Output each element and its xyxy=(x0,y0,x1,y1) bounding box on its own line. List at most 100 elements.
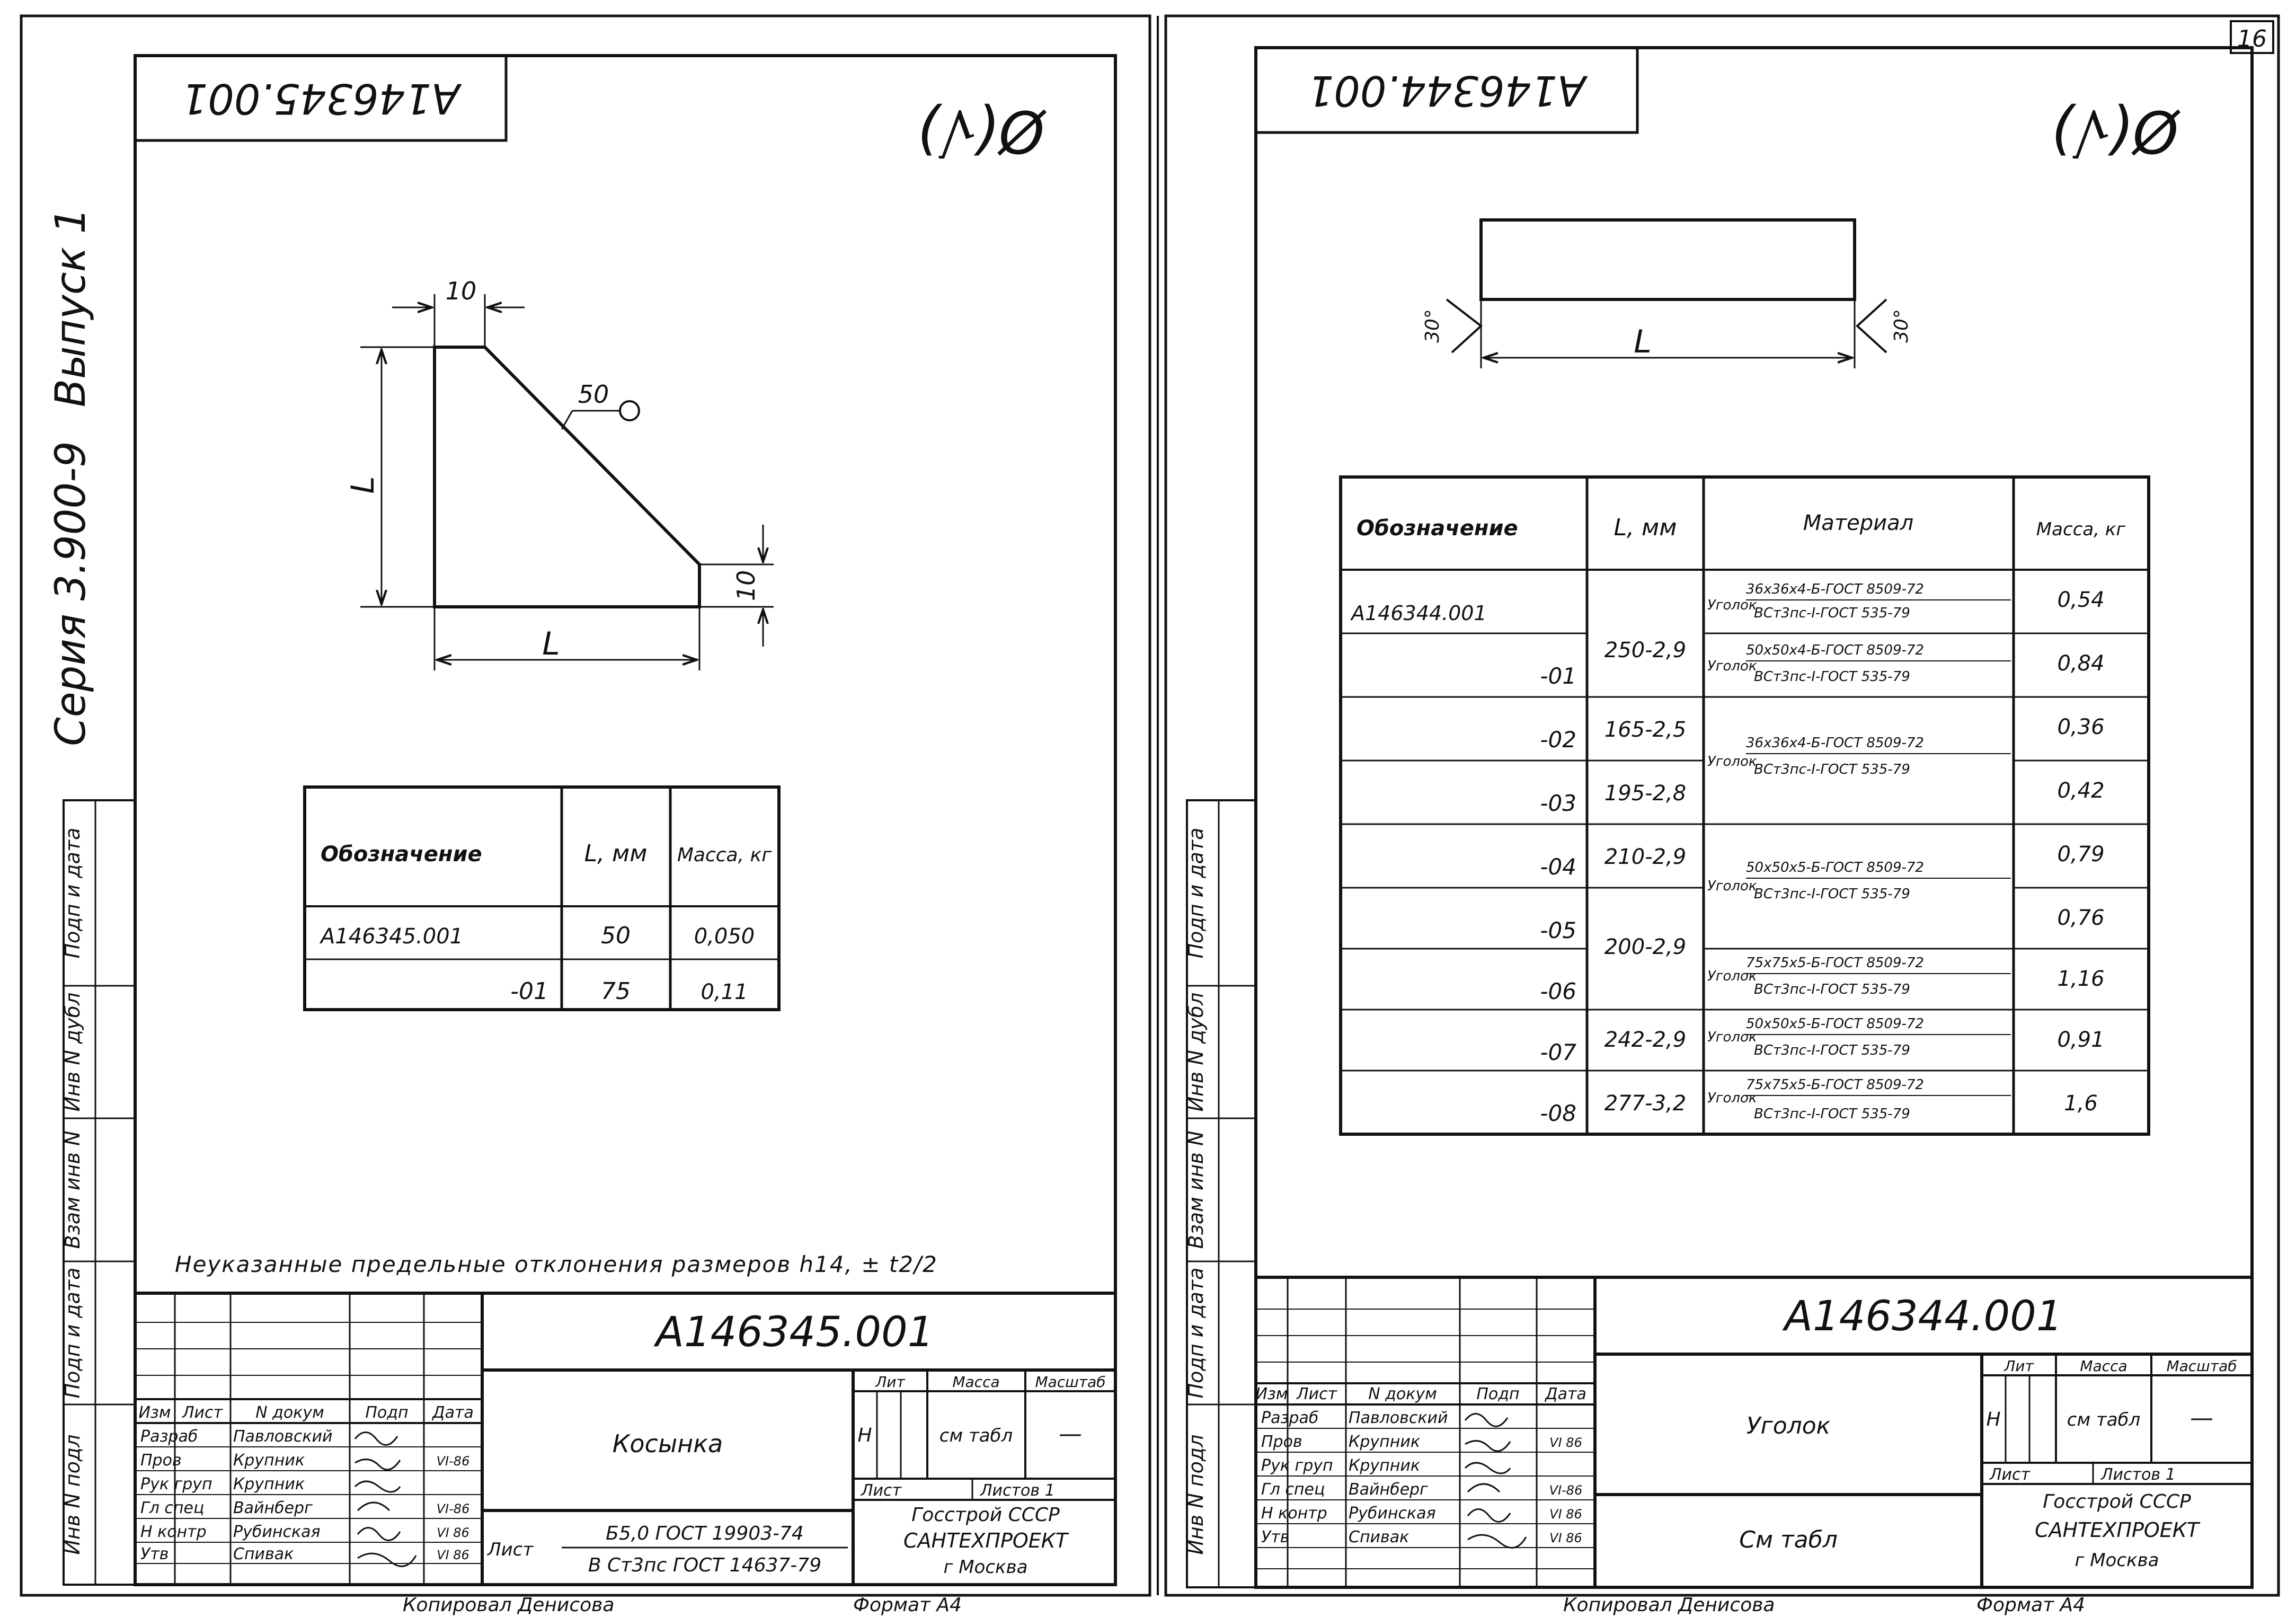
left-sheet-frame xyxy=(134,54,1117,1586)
svg-text:Крупник: Крупник xyxy=(233,1451,305,1470)
tolerance-note: Неуказанные предельные отклонения размер… xyxy=(175,1251,938,1277)
svg-text:0,84: 0,84 xyxy=(2057,651,2104,676)
svg-text:Подп: Подп xyxy=(1476,1385,1519,1403)
svg-text:САНТЕХПРОЕКТ: САНТЕХПРОЕКТ xyxy=(2035,1518,2201,1542)
svg-text:САНТЕХПРОЕКТ: САНТЕХПРОЕКТ xyxy=(903,1529,1069,1552)
svg-text:1,6: 1,6 xyxy=(2064,1091,2098,1116)
svg-text:Инв N подл: Инв N подл xyxy=(61,1435,84,1555)
gusset-drawing: 10 L L 10 50 xyxy=(344,277,774,670)
svg-text:0,36: 0,36 xyxy=(2057,715,2104,739)
left-stamp-code: A146345.001 xyxy=(182,74,463,122)
svg-text:Изм: Изм xyxy=(1255,1385,1288,1403)
svg-text:Изм: Изм xyxy=(138,1403,171,1422)
svg-text:50x50x5-Б-ГОСТ 8509-72: 50x50x5-Б-ГОСТ 8509-72 xyxy=(1746,860,1924,876)
svg-text:277-3,2: 277-3,2 xyxy=(1604,1091,1686,1116)
svg-text:Взам инв N: Взам инв N xyxy=(61,1131,84,1249)
svg-text:Крупник: Крупник xyxy=(1349,1456,1420,1475)
svg-text:Рук груп: Рук груп xyxy=(140,1475,212,1494)
svg-text:0,54: 0,54 xyxy=(2057,588,2104,612)
svg-text:75x75x5-Б-ГОСТ 8509-72: 75x75x5-Б-ГОСТ 8509-72 xyxy=(1746,1077,1924,1093)
svg-text:VI-86: VI-86 xyxy=(437,1454,470,1469)
svg-text:Уголок: Уголок xyxy=(1707,878,1757,894)
svg-text:ВСт3пс-I-ГОСТ 535-79: ВСт3пс-I-ГОСТ 535-79 xyxy=(1754,605,1910,621)
dim-top-label: 10 xyxy=(446,277,477,305)
svg-text:Инв N подл: Инв N подл xyxy=(1184,1435,1208,1555)
svg-text:-01: -01 xyxy=(510,978,548,1005)
svg-text:Лист: Лист xyxy=(486,1539,534,1560)
svg-text:Пров: Пров xyxy=(1261,1433,1302,1451)
svg-text:Рук груп: Рук груп xyxy=(1261,1456,1333,1475)
svg-text:0,79: 0,79 xyxy=(2057,842,2104,867)
svg-text:Уголок: Уголок xyxy=(1707,1090,1757,1106)
svg-text:Масса: Масса xyxy=(2080,1357,2127,1375)
svg-text:Разраб: Разраб xyxy=(140,1427,198,1446)
svg-text:Масса, кг: Масса, кг xyxy=(2036,519,2126,540)
svg-text:Масса: Масса xyxy=(952,1373,999,1391)
right-format: Формат А4 xyxy=(1976,1594,2085,1616)
svg-text:-01: -01 xyxy=(1540,663,1576,689)
left-page-frame xyxy=(20,14,1151,1597)
svg-text:0,050: 0,050 xyxy=(694,924,755,949)
svg-text:36x36x4-Б-ГОСТ 8509-72: 36x36x4-Б-ГОСТ 8509-72 xyxy=(1746,581,1924,597)
svg-text:Госстрой СССР: Госстрой СССР xyxy=(911,1504,1060,1526)
svg-text:Подп: Подп xyxy=(365,1403,408,1422)
svg-text:Госстрой СССР: Госстрой СССР xyxy=(2043,1491,2191,1513)
dim-length-label: L xyxy=(1634,323,1651,360)
svg-text:195-2,8: 195-2,8 xyxy=(1604,781,1686,806)
issue-label: Выпуск 1 xyxy=(47,208,95,408)
svg-text:VI 86: VI 86 xyxy=(437,1525,469,1540)
dim-bottom-label: L xyxy=(542,625,560,662)
svg-text:Б5,0 ГОСТ 19903-74: Б5,0 ГОСТ 19903-74 xyxy=(606,1523,804,1544)
svg-text:242-2,9: 242-2,9 xyxy=(1604,1028,1686,1052)
svg-text:Дата: Дата xyxy=(431,1403,474,1422)
svg-text:—: — xyxy=(1059,1420,1082,1447)
svg-text:Подп и дата: Подп и дата xyxy=(61,828,84,959)
svg-text:-08: -08 xyxy=(1540,1100,1576,1126)
svg-text:Вайнберг: Вайнберг xyxy=(233,1499,313,1517)
svg-text:Масштаб: Масштаб xyxy=(1035,1373,1105,1391)
right-copied-by: Копировал Денисова xyxy=(1563,1594,1775,1616)
left-stamp-box xyxy=(134,54,508,142)
svg-text:N докум: N докум xyxy=(255,1403,324,1422)
svg-text:ВСт3пс-I-ГОСТ 535-79: ВСт3пс-I-ГОСТ 535-79 xyxy=(1754,1042,1910,1058)
left-copied-by: Копировал Денисова xyxy=(403,1594,614,1616)
right-data-table: Обозначение L, мм Материал Масса, кг А14… xyxy=(1339,475,2150,1136)
series-label: Серия 3.900-9 xyxy=(47,441,95,746)
svg-text:см табл: см табл xyxy=(939,1425,1013,1446)
svg-text:250-2,9: 250-2,9 xyxy=(1604,638,1686,662)
svg-text:-02: -02 xyxy=(1540,727,1576,753)
right-side-stamp: Инв N подл Подп и дата Взам инв N Инв N … xyxy=(1184,799,1257,1588)
svg-text:Крупник: Крупник xyxy=(233,1475,305,1494)
svg-text:Спивак: Спивак xyxy=(233,1545,294,1563)
svg-text:Утв: Утв xyxy=(1261,1528,1289,1547)
right-stamp-box xyxy=(1254,46,1639,134)
svg-text:А146344.001: А146344.001 xyxy=(1350,602,1487,625)
left-title-block: Изм Лист N докум Подп Дата Разраб Павлов… xyxy=(134,1292,1117,1586)
left-data-table: Обозначение L, мм Масса, кг А146345.001 … xyxy=(303,785,781,1011)
svg-text:VI 86: VI 86 xyxy=(1549,1507,1582,1522)
svg-text:0,42: 0,42 xyxy=(2057,779,2104,803)
svg-text:Лист: Лист xyxy=(1989,1465,2031,1484)
svg-text:Уголок: Уголок xyxy=(1707,1029,1757,1045)
svg-text:200-2,9: 200-2,9 xyxy=(1604,935,1686,959)
svg-text:Материал: Материал xyxy=(1803,511,1913,535)
svg-text:Н контр: Н контр xyxy=(1261,1504,1327,1523)
svg-text:ВСт3пс-I-ГОСТ 535-79: ВСт3пс-I-ГОСТ 535-79 xyxy=(1754,1106,1910,1122)
svg-text:Гл спец: Гл спец xyxy=(140,1499,204,1517)
svg-text:50x50x4-Б-ГОСТ 8509-72: 50x50x4-Б-ГОСТ 8509-72 xyxy=(1746,642,1924,658)
right-page-frame xyxy=(1164,14,2280,1597)
svg-text:210-2,9: 210-2,9 xyxy=(1604,845,1686,869)
svg-text:75: 75 xyxy=(601,978,631,1005)
svg-text:ВСт3пс-I-ГОСТ 535-79: ВСт3пс-I-ГОСТ 535-79 xyxy=(1754,762,1910,777)
svg-text:Н: Н xyxy=(857,1425,872,1446)
svg-text:См табл: См табл xyxy=(1739,1526,1838,1553)
right-title-block: Изм Лист N докум Подп Дата Разраб Павлов… xyxy=(1254,1276,2254,1589)
svg-text:N докум: N докум xyxy=(1368,1385,1437,1403)
svg-text:Павловский: Павловский xyxy=(1349,1409,1448,1427)
svg-text:VI 86: VI 86 xyxy=(437,1548,469,1562)
svg-text:Лит: Лит xyxy=(2004,1357,2034,1375)
svg-text:Лит: Лит xyxy=(875,1373,905,1391)
left-roughness-mark: Ø(√) xyxy=(916,98,1047,165)
svg-text:Уголок: Уголок xyxy=(1707,968,1757,984)
